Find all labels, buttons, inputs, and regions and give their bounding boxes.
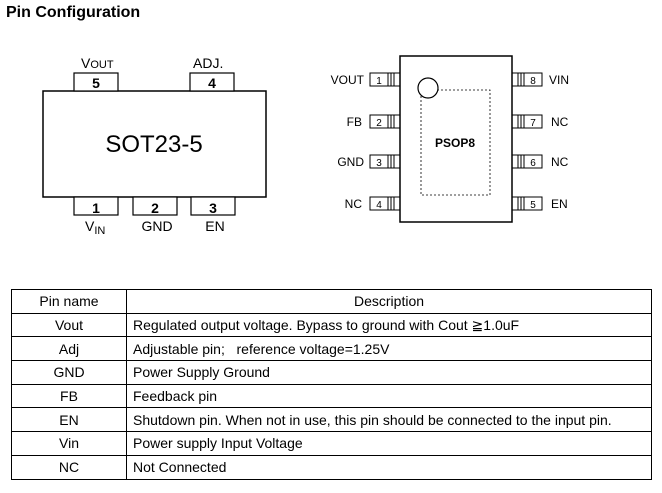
psop-pin-5: 5 EN: [512, 196, 568, 211]
sot-pin-4-lead: [189, 72, 235, 92]
psop-pin-8-number: 8: [530, 76, 536, 87]
pin-name-cell: FB: [11, 383, 127, 409]
pin-name-cell: EN: [11, 407, 127, 433]
pin-name-cell: Vin: [11, 431, 127, 456]
table-row: Vin Power supply Input Voltage: [11, 431, 652, 456]
pin-configuration-diagram: SOT23-5 5 VOUT 4 ADJ. 1 VIN 2 GND 3 EN P…: [42, 55, 569, 237]
psop-pin-2: 2 FB: [347, 114, 400, 129]
pin-desc-cell: Power Supply Ground: [126, 360, 652, 385]
sot-body: [42, 90, 267, 198]
sot-pin-1-name: VIN: [85, 218, 105, 237]
pin-desc-cell: Feedback pin: [126, 383, 652, 409]
pin-description-table: Pin name Description Vout Regulated outp…: [11, 289, 652, 480]
psop-pin-8-name: VIN: [549, 73, 569, 87]
sot-pin-1-number: 1: [92, 200, 100, 216]
table-row: Vout Regulated output voltage. Bypass to…: [11, 312, 652, 338]
table-row: FB Feedback pin: [11, 383, 652, 409]
sot-pin-3-number: 3: [209, 200, 217, 216]
header-pin-name: Pin name: [11, 289, 127, 314]
psop-pin1-marker: [417, 77, 439, 99]
psop-pin-5-number: 5: [530, 200, 536, 211]
psop-pin-6-number: 6: [530, 158, 536, 169]
sot-pin-5-number: 5: [92, 75, 100, 91]
psop-pin-6: 6 NC: [512, 154, 569, 169]
psop-pin-3: 3 GND: [337, 154, 400, 169]
psop-pin-4-number: 4: [376, 200, 382, 211]
psop-pin-5-name: EN: [551, 197, 568, 211]
psop-pin-3-number: 3: [376, 158, 382, 169]
pin-name-cell: Vout: [11, 312, 127, 338]
pin-desc-cell: Shutdown pin. When not in use, this pin …: [126, 407, 652, 433]
sot-package-label: SOT23-5: [105, 131, 202, 158]
psop-pin-7: 7 NC: [512, 114, 569, 129]
pin-name-cell: Adj: [11, 336, 127, 362]
psop-pin-3-name: GND: [337, 155, 364, 169]
psop-pin-7-number: 7: [530, 118, 536, 129]
pin-desc-cell: Regulated output voltage. Bypass to grou…: [126, 312, 652, 338]
psop-package-label: PSOP8: [435, 136, 475, 150]
psop-pin-7-name: NC: [551, 115, 569, 129]
sot-pin-3-name: EN: [205, 218, 224, 234]
sot-pin-4-number: 4: [208, 75, 216, 91]
psop-pin-1: 1 VOUT: [331, 72, 400, 87]
sot-pin-2-lead: [132, 196, 178, 216]
psop-pin-4-name: NC: [345, 197, 363, 211]
psop-pin-2-number: 2: [376, 118, 382, 129]
pin-name-cell: NC: [11, 454, 127, 480]
psop-exposed-pad: [420, 89, 491, 196]
header-description: Description: [126, 289, 652, 314]
table-row: NC Not Connected: [11, 454, 652, 480]
sot-pin-5-lead: [73, 72, 119, 92]
sot-pin-2-number: 2: [151, 200, 159, 216]
table-row: GND Power Supply Ground: [11, 360, 652, 385]
psop-pin-8: 8 VIN: [512, 72, 569, 87]
sot-pin-4-name: ADJ.: [193, 55, 223, 71]
pin-desc-cell: Power supply Input Voltage: [126, 431, 652, 456]
sot-pin-5-name: VOUT: [81, 55, 114, 71]
section-title: Pin Configuration: [6, 4, 141, 21]
sot-pin-3-lead: [190, 196, 236, 216]
pin-desc-cell: Not Connected: [126, 454, 652, 480]
psop-pin-6-name: NC: [551, 155, 569, 169]
psop-pin-4: 4 NC: [345, 196, 400, 211]
sot-pin-2-name: GND: [141, 218, 172, 234]
pin-name-cell: GND: [11, 360, 127, 385]
psop-pin-2-name: FB: [347, 115, 362, 129]
pin-desc-cell: Adjustable pin; reference voltage=1.25V: [126, 336, 652, 362]
table-row: EN Shutdown pin. When not in use, this p…: [11, 407, 652, 433]
sot-pin-1-lead: [73, 196, 119, 216]
table-row: Adj Adjustable pin; reference voltage=1.…: [11, 336, 652, 362]
table-header-row: Pin name Description: [11, 289, 652, 314]
sot23-5-package: SOT23-5 5 VOUT 4 ADJ. 1 VIN 2 GND 3 EN: [42, 55, 267, 237]
psop8-package: PSOP8 1 VOUT 2 FB: [331, 55, 569, 223]
psop-pin-1-number: 1: [376, 76, 382, 87]
psop-pin-1-name: VOUT: [331, 73, 365, 87]
